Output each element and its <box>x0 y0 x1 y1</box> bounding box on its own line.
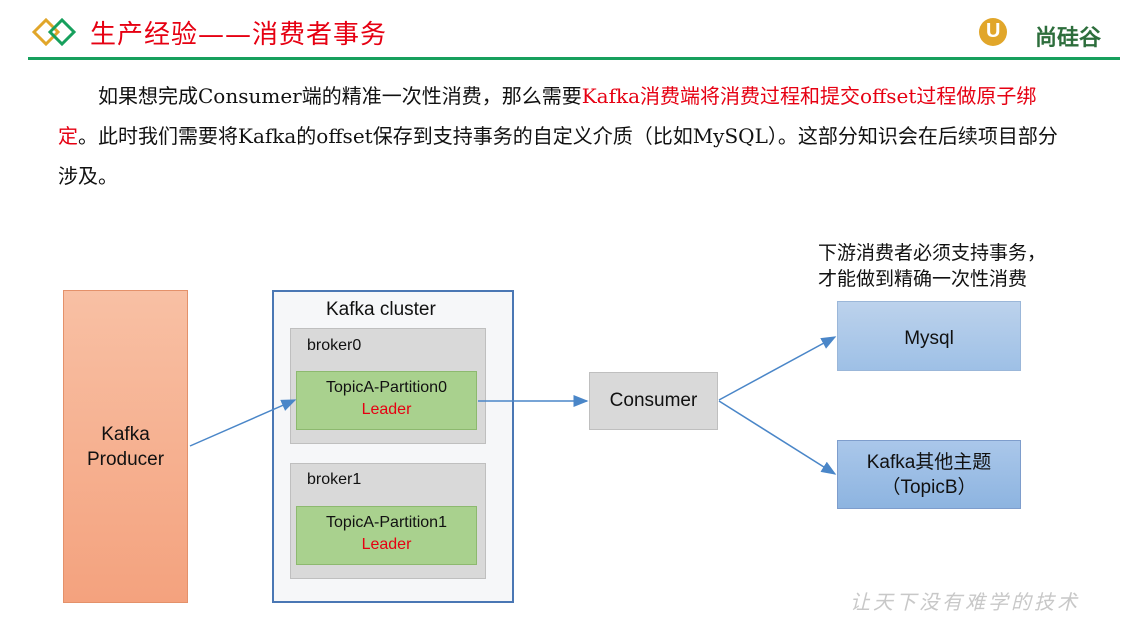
consumer-label: Consumer <box>609 390 698 411</box>
producer-label: Kafka Producer <box>86 423 165 470</box>
paragraph-part1: 如果想完成Consumer端的精准一次性消费，那么需要 <box>98 84 582 108</box>
cluster-label: Kafka cluster <box>326 299 436 320</box>
partition1-role: Leader <box>361 536 412 553</box>
brand-name: 尚硅谷 <box>1034 26 1101 51</box>
note-line-1: 下游消费者必须支持事务， <box>818 242 1047 264</box>
note-line-2: 才能做到精确一次性消费 <box>818 268 1028 290</box>
kafka-other-label: Kafka其他主题 （TopicB） <box>866 451 992 498</box>
broker0-label: broker0 <box>307 337 362 354</box>
downstream-note: 下游消费者必须支持事务， 才能做到精确一次性消费 <box>818 240 1046 292</box>
partition1-box: TopicA-Partition1 Leader <box>296 506 477 565</box>
logo-diamond-icon <box>31 17 77 47</box>
footer-slogan: 让天下没有难学的技术 <box>850 590 1080 614</box>
mysql-label: Mysql <box>904 328 954 349</box>
mysql-box: Mysql <box>837 301 1021 371</box>
page-title: 生产经验——消费者事务 <box>90 20 388 50</box>
partition0-label: TopicA-Partition0 <box>326 379 447 396</box>
broker1-label: broker1 <box>307 471 362 488</box>
kafka-other-topic-box: Kafka其他主题 （TopicB） <box>837 440 1021 509</box>
description-paragraph: 如果想完成Consumer端的精准一次性消费，那么需要Kafka消费端将消费过程… <box>58 76 1068 196</box>
brand-logo-icon <box>979 18 1007 46</box>
header-divider <box>28 57 1120 60</box>
kafka-producer-box: Kafka Producer <box>63 290 188 603</box>
arrow-consumer-to-topicb <box>718 400 837 475</box>
paragraph-part2: 。此时我们需要将Kafka的offset保存到支持事务的自定义介质（比如MySQ… <box>58 124 1058 188</box>
partition0-box: TopicA-Partition0 Leader <box>296 371 477 430</box>
arrow-consumer-to-mysql <box>718 336 837 401</box>
partition0-role: Leader <box>361 401 412 418</box>
paragraph-highlight: Kafka消费端将消费过程和提交offset过程做原子绑定 <box>58 84 1037 148</box>
partition1-label: TopicA-Partition1 <box>326 514 447 531</box>
arrow-producer-to-partition <box>189 399 297 447</box>
consumer-box: Consumer <box>589 372 718 430</box>
